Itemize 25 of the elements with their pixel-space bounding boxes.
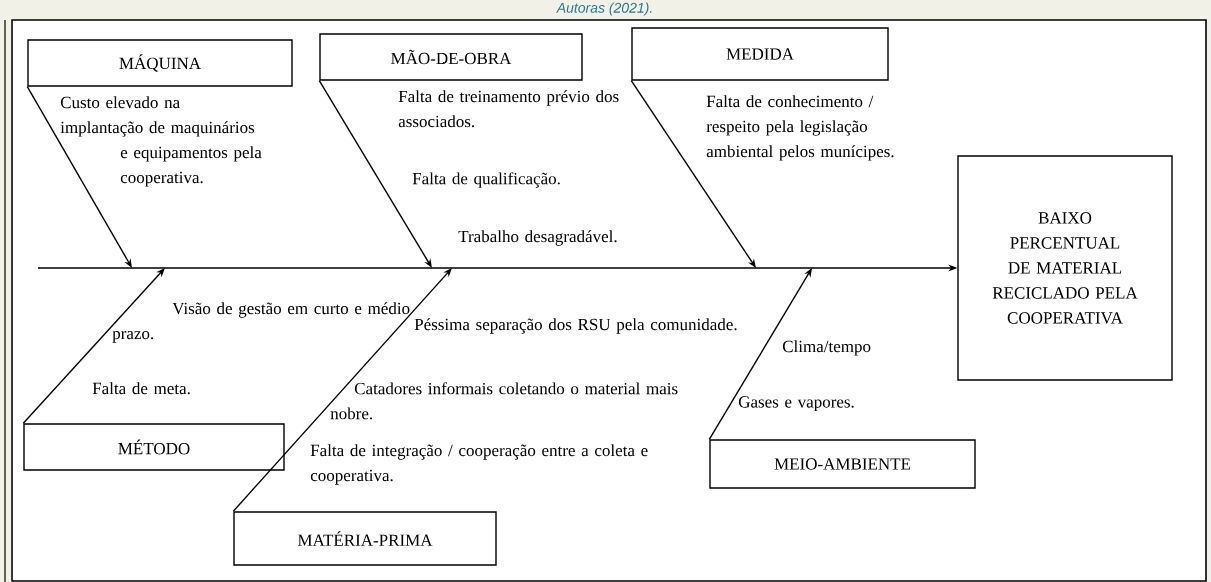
category-box: MÉTODO xyxy=(23,423,285,471)
caption: Autoras (2021). xyxy=(556,2,652,16)
arrow xyxy=(22,268,165,424)
arrow xyxy=(26,86,132,268)
cause-text: Catadores informais coletando o material mais nobre. xyxy=(330,382,678,420)
cause-text: Gases e vapores. xyxy=(738,396,854,412)
cause-text: Falta de meta. xyxy=(92,382,190,395)
category-box: MEIO-AMBIENTE xyxy=(709,439,976,489)
cause-text: Trabalho desagradável. xyxy=(458,230,617,246)
cause-text: Clima/tempo xyxy=(782,340,871,356)
arrow xyxy=(708,268,812,440)
category-box: MÃO-DE-OBRA xyxy=(319,33,583,81)
category-box: MÁQUINA xyxy=(27,39,293,87)
cause-text: Visão de gestão em curto e médio prazo. xyxy=(112,302,410,343)
cause-text: Falta de treinamento prévio dos associados. xyxy=(398,90,619,128)
cause-text: Péssima separação dos RSU pela comunidade. xyxy=(414,318,737,334)
category-box: MEDIDA xyxy=(631,27,889,81)
cause-text: Custo elevado na implantação de maquinários e equipamentos pela cooperativa. xyxy=(60,96,262,187)
effect-box: BAIXO PERCENTUAL DE MATERIAL RECICLADO PELA COOPERATIVA xyxy=(957,155,1173,381)
cause-text: Falta de integração / cooperação entre a coleta e cooperativa. xyxy=(310,444,648,485)
category-box: MATÉRIA-PRIMA xyxy=(233,511,497,566)
arrow xyxy=(630,80,756,268)
arrow xyxy=(232,268,452,512)
arrow xyxy=(318,80,432,268)
cause-text: Falta de qualificação. xyxy=(412,172,560,188)
